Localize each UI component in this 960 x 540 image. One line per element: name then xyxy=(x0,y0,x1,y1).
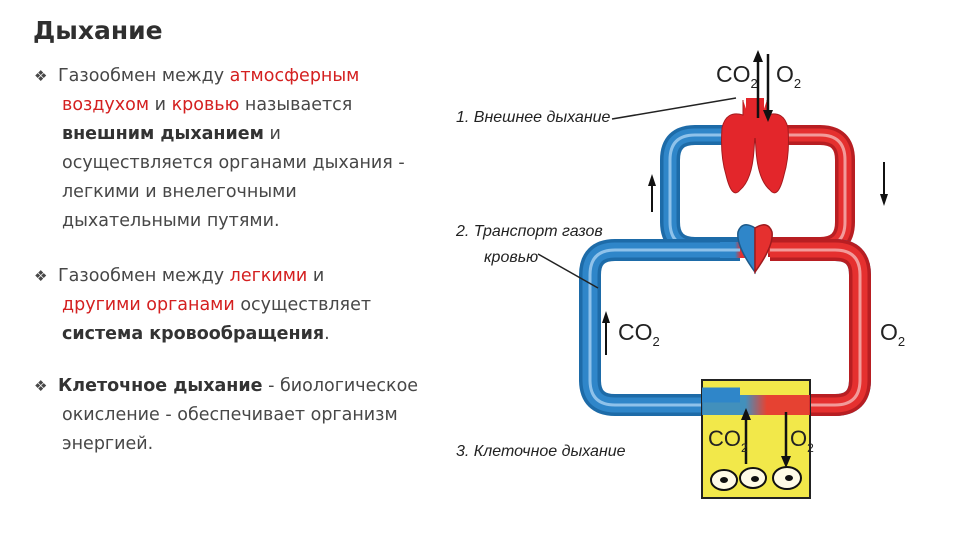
text-line: воздухом и кровью называется xyxy=(34,91,454,120)
lungs-gas-exchange: CO2 O2 xyxy=(716,50,801,122)
cells xyxy=(710,466,802,491)
bullet-paragraph: ❖ Газообмен между атмосферным воздухом и к… xyxy=(34,62,454,236)
text-span: называется xyxy=(239,95,353,115)
text-span: и xyxy=(307,266,325,286)
slide-title: Дыхание xyxy=(33,16,163,45)
text-span: осуществляет xyxy=(234,295,372,315)
text-line: дыхательными путями. xyxy=(34,207,454,236)
label-cellular-respiration: 3. Клеточное дыхание xyxy=(456,443,626,460)
bullet-paragraph: ❖ Клеточное дыхание - биологическое окисле… xyxy=(34,372,454,459)
text-span: Газообмен между xyxy=(58,266,230,286)
text-span: . xyxy=(324,324,330,344)
text-line: легкими и внелегочными xyxy=(34,178,454,207)
text-span: Газообмен между xyxy=(58,66,230,86)
text-line: ❖ Газообмен между атмосферным xyxy=(34,62,454,91)
label-external-respiration: 1. Внешнее дыхание xyxy=(456,109,611,126)
text-span: легкими и внелегочными xyxy=(62,182,297,202)
respiration-diagram: CO2 O2 CO2 O2 CO2 O2 1. Внешнее ды xyxy=(455,50,905,499)
text-span: кровью xyxy=(171,95,240,115)
text-line: система кровообращения. xyxy=(34,320,454,349)
text-span: легкими xyxy=(229,266,308,286)
text-line: внешним дыханием и xyxy=(34,120,454,149)
o2-label-tissue: O2 xyxy=(790,426,814,455)
co2-label-venous: CO2 xyxy=(618,319,660,349)
o2-label-top: O2 xyxy=(776,61,801,91)
text-line: ❖ Газообмен между легкими и xyxy=(34,262,454,291)
text-span: другими органами xyxy=(62,295,235,315)
text-span: внешним дыханием xyxy=(62,124,264,144)
text-span: - биологическое xyxy=(262,376,419,396)
o2-label-arterial: O2 xyxy=(880,319,905,349)
text-line: осуществляется органами дыхания - xyxy=(34,149,454,178)
co2-label-top: CO2 xyxy=(716,61,758,91)
text-span: дыхательными путями. xyxy=(62,211,280,231)
text-line: ❖ Клеточное дыхание - биологическое xyxy=(34,372,454,401)
bullet-paragraph: ❖ Газообмен между легкими и другими органа… xyxy=(34,262,454,349)
text-line: энергией. xyxy=(34,430,454,459)
text-span: и xyxy=(263,124,281,144)
label-transport-line2: кровью xyxy=(484,249,538,266)
text-span: система кровообращения xyxy=(62,324,325,344)
text-line: другими органами осуществляет xyxy=(34,291,454,320)
label-transport-line1: 2. Транспорт газов xyxy=(455,223,603,240)
text-span: атмосферным xyxy=(229,66,360,86)
text-span: Клеточное дыхание xyxy=(58,376,263,396)
co2-label-tissue: CO2 xyxy=(708,426,748,455)
bullet-diamond-icon: ❖ xyxy=(34,67,48,85)
text-span: осуществляется органами дыхания - xyxy=(62,153,405,173)
text-line: окисление - обеспечивает организм xyxy=(34,401,454,430)
text-span: окисление - обеспечивает организм xyxy=(62,405,398,425)
tissue-cells-box: CO2 O2 xyxy=(701,379,814,499)
lungs xyxy=(721,98,789,194)
text-span: воздухом xyxy=(62,95,150,115)
text-span: энергией. xyxy=(62,434,154,454)
text-span: и xyxy=(149,95,172,115)
flow-arrows xyxy=(602,162,888,355)
heart xyxy=(737,224,773,275)
bullet-diamond-icon: ❖ xyxy=(34,377,48,395)
bullet-diamond-icon: ❖ xyxy=(34,267,48,285)
